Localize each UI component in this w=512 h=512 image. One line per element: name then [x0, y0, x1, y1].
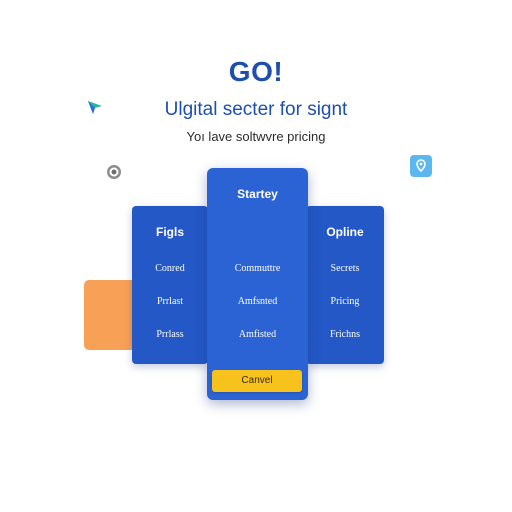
plan-feature: Commuttre	[234, 263, 281, 274]
plan-title: Figls	[155, 225, 184, 239]
logo: GO!	[228, 56, 284, 87]
location-pin-icon	[410, 155, 432, 177]
page-subtitle: Yoı lave soltwvre pricing	[186, 129, 326, 144]
plan-feature: Prrlast	[156, 296, 184, 307]
arrow-icon	[88, 101, 102, 114]
orange-panel	[84, 280, 138, 350]
plan-title: Opline	[326, 225, 364, 239]
plan-cta-button[interactable]: Canvel	[212, 370, 302, 392]
target-icon	[107, 165, 121, 179]
plan-feature: Amfsnted	[237, 296, 278, 307]
plan-feature: Secrets	[330, 263, 360, 274]
plan-title: Startey	[237, 187, 278, 201]
plan-card-opline[interactable]: Opline Secrets Pricing Frichns	[306, 206, 384, 364]
plan-card-startey[interactable]: Startey Commuttre Amfsnted Amfisted Canv…	[207, 168, 308, 400]
plan-feature: Prrlass	[156, 329, 184, 340]
plan-feature: Frichns	[330, 329, 360, 340]
plan-feature: Amfisted	[238, 329, 277, 340]
plan-feature: Conred	[155, 263, 185, 274]
page-title: Ulgital secter for signt	[164, 99, 348, 120]
plan-card-figls[interactable]: Figls Conred Prrlast Prrlass	[132, 206, 208, 364]
plan-feature: Pricing	[330, 296, 360, 307]
